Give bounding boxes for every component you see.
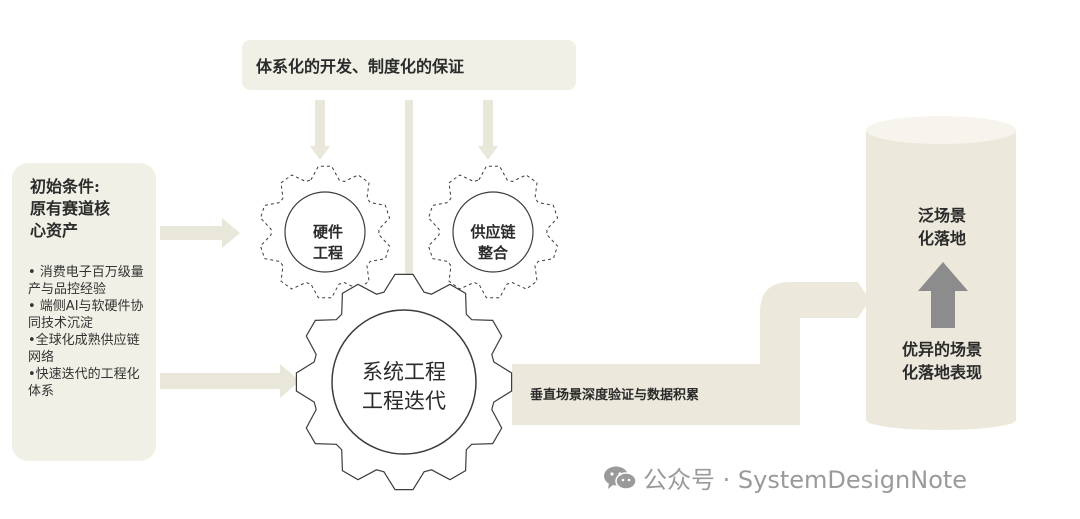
initial-conditions-list: • 消费电子百万级量产与品控经验 • 端侧AI与软硬件协同技术沉淀 •全球化成熟… — [28, 264, 152, 400]
cylinder-top-text: 泛场景 化落地 — [884, 204, 1000, 250]
gear-label-line: 硬件 — [312, 223, 343, 241]
gear-label-line: 整合 — [477, 244, 508, 262]
system-gear-label: 系统工程 工程迭代 — [342, 358, 466, 416]
cylinder — [866, 116, 1016, 430]
banner-arrows — [310, 100, 498, 278]
cylinder-text-line: 优异的场景 — [901, 340, 982, 359]
list-item: •快速迭代的工程化体系 — [28, 367, 140, 399]
cylinder-text-line: 泛场景 — [917, 206, 966, 225]
hardware-gear-inner — [284, 191, 366, 273]
wechat-icon — [604, 466, 637, 490]
initial-title-line: 原有赛道核 — [30, 199, 111, 218]
top-banner-text: 体系化的开发、制度化的保证 — [256, 57, 465, 76]
initial-title-line: 心资产 — [30, 221, 79, 240]
list-item: •全球化成熟供应链网络 — [28, 333, 140, 365]
initial-conditions-title: 初始条件: 原有赛道核 心资产 — [30, 176, 150, 242]
pipe-label: 垂直场景深度验证与数据积累 — [530, 388, 700, 403]
supply-chain-gear-inner — [452, 191, 534, 273]
cylinder-text-line: 化落地表现 — [901, 363, 982, 382]
hardware-gear-icon — [259, 165, 391, 299]
input-arrows — [160, 218, 300, 398]
cylinder-bottom-text: 优异的场景 化落地表现 — [884, 338, 1000, 384]
pipe-arrow — [512, 282, 870, 425]
gear-label-line: 工程迭代 — [362, 389, 446, 413]
initial-conditions-panel — [12, 163, 156, 461]
supply-chain-gear-label: 供应链 整合 — [455, 222, 531, 264]
gear-label-line: 工程 — [312, 244, 343, 262]
up-arrow-icon — [918, 262, 968, 328]
system-gear-inner — [331, 309, 477, 455]
initial-title-line: 初始条件: — [30, 177, 100, 196]
gear-label-line: 供应链 — [470, 223, 516, 241]
top-banner-panel — [242, 40, 576, 90]
watermark-text: 公众号 · SystemDesignNote — [643, 466, 968, 494]
cylinder-text-line: 化落地 — [917, 229, 966, 248]
watermark: 公众号 · SystemDesignNote — [603, 460, 967, 495]
gear-label-line: 系统工程 — [362, 360, 446, 384]
hardware-gear-label: 硬件 工程 — [296, 222, 360, 264]
list-item: • 端侧AI与软硬件协同技术沉淀 — [28, 299, 144, 331]
supply-chain-gear-icon — [427, 165, 559, 299]
system-gear-icon — [295, 273, 513, 491]
list-item: • 消费电子百万级量产与品控经验 — [28, 265, 144, 297]
